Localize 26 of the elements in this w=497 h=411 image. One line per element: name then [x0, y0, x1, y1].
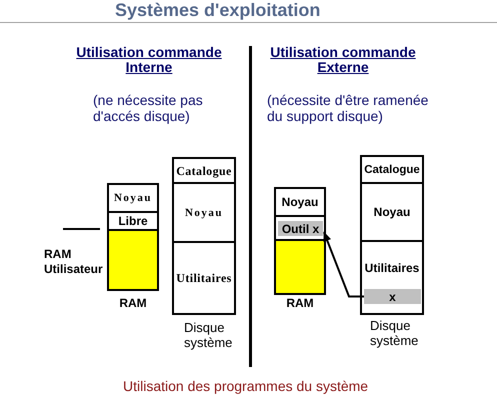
segment-label: Noyau — [282, 195, 318, 209]
segment-label: Noyau — [114, 191, 152, 205]
highlight-bar: x — [364, 289, 421, 304]
panel-heading: Utilisation commande Externe — [269, 45, 417, 75]
panel-heading: Utilisation commande Interne — [75, 45, 223, 75]
segment-label: Noyau — [374, 205, 410, 219]
segment-label: Catalogue — [176, 164, 232, 178]
memory-segment — [276, 239, 324, 293]
panel-note: (ne nécessite pas d'accés disque) — [93, 92, 204, 124]
panel-note: (nécessite d'être ramenée du support disque) — [267, 92, 430, 124]
arrow — [323, 231, 364, 298]
highlight-bar: Outil x — [278, 221, 323, 236]
column-label: RAM — [118, 296, 148, 310]
segment-label: Utilitaires — [176, 271, 232, 285]
segment-label: Catalogue — [364, 162, 420, 176]
title: Systèmes d'exploitation — [115, 0, 320, 21]
memory-segment — [276, 215, 324, 239]
segment-label: Noyau — [184, 206, 224, 220]
memory-segment — [109, 229, 157, 289]
segment-label: Utilitaires — [364, 261, 420, 275]
region-label: RAM Utilisateur — [44, 247, 104, 277]
segment-label: Libre — [118, 214, 148, 228]
column-label: Disque système — [370, 318, 420, 348]
column-label: RAM — [285, 296, 315, 310]
caption: Utilisation des programmes du système — [123, 378, 368, 395]
column-label: Disque système — [184, 320, 234, 350]
